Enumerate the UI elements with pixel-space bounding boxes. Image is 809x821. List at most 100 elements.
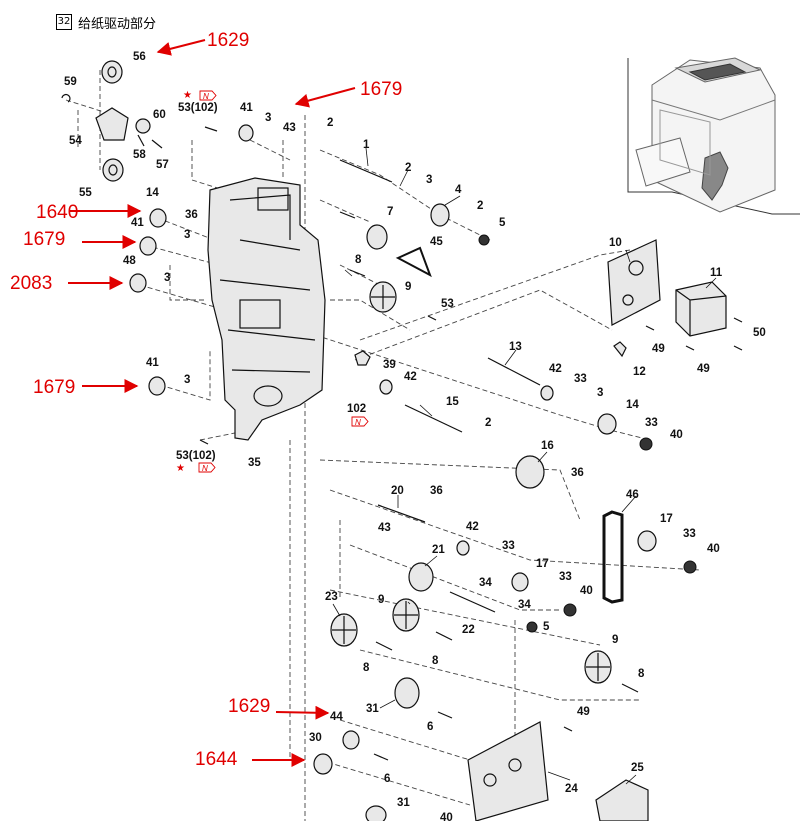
roller-48 — [129, 273, 147, 293]
label-3d: 3 — [164, 272, 170, 284]
assembly-dashed-lines — [65, 70, 701, 821]
label-2d: 2 — [485, 417, 491, 429]
star-mark-1: ★ — [183, 90, 192, 101]
drive-shafts-and-gears — [313, 159, 697, 821]
label-34a: 34 — [479, 577, 492, 589]
label-3f: 3 — [597, 387, 603, 399]
roller-31a — [394, 677, 420, 709]
label-40c: 40 — [580, 585, 593, 597]
new-part-mark-2: N — [351, 416, 369, 427]
roller-31b — [365, 805, 387, 821]
label-42c: 42 — [466, 521, 479, 533]
label-2a: 2 — [327, 117, 333, 129]
screw-53b — [199, 439, 209, 445]
callout-1679-mid: 1679 — [23, 229, 65, 250]
label-2b: 2 — [405, 162, 411, 174]
new-mark-text-1: N — [203, 92, 209, 101]
label-33c: 33 — [502, 540, 515, 552]
label-8d: 8 — [638, 668, 645, 680]
label-33d: 33 — [683, 528, 696, 540]
label-14a: 14 — [146, 187, 159, 199]
label-8a: 8 — [355, 254, 362, 266]
new-mark-text-3: N — [202, 464, 208, 473]
label-40d: 40 — [440, 812, 453, 821]
bushing-40c — [563, 603, 577, 617]
label-55: 55 — [79, 187, 92, 199]
label-40b: 40 — [707, 543, 720, 555]
screw-49b — [685, 345, 695, 351]
belt-46 — [602, 510, 624, 604]
roller-55 — [102, 158, 124, 182]
label-35: 35 — [248, 457, 261, 469]
callout-1640: 1640 — [36, 202, 78, 223]
label-54: 54 — [69, 135, 82, 147]
bearing-41a — [238, 124, 254, 142]
label-24: 24 — [565, 783, 578, 795]
screw-49a — [645, 325, 655, 331]
label-3b: 3 — [426, 174, 432, 186]
label-57: 57 — [156, 159, 169, 171]
label-42a: 42 — [404, 371, 417, 383]
label-58: 58 — [133, 149, 146, 161]
label-49c: 49 — [577, 706, 590, 718]
label-49a: 49 — [652, 343, 665, 355]
label-53b: 53 — [441, 298, 454, 310]
gear-7 — [366, 224, 388, 250]
label-10: 10 — [609, 237, 622, 249]
callout-1629-top: 1629 — [207, 30, 249, 51]
part-number-labels: 56 59 60 54 58 57 55 ★ N 53(102) 41 3 43… — [64, 51, 766, 821]
clutch-16 — [515, 455, 545, 489]
red-annotations: 1629 1679 1640 1679 2083 1679 1629 1644 — [10, 30, 402, 770]
label-59: 59 — [64, 76, 77, 88]
pin-8c — [375, 641, 393, 651]
label-44: 44 — [330, 711, 343, 723]
label-23: 23 — [325, 591, 338, 603]
label-3-top: 3 — [265, 112, 271, 124]
screw-50 — [733, 317, 743, 351]
label-31a: 31 — [366, 703, 379, 715]
main-frame-35 — [207, 177, 326, 441]
label-48: 48 — [123, 255, 136, 267]
label-33e: 33 — [559, 571, 572, 583]
label-leaders — [332, 147, 717, 785]
new-part-mark-1: N — [199, 90, 217, 101]
star-mark-2: ★ — [176, 463, 185, 474]
label-43b: 43 — [378, 522, 391, 534]
gear-44 — [342, 730, 360, 750]
roller-56 — [101, 60, 123, 84]
label-22: 22 — [462, 624, 475, 636]
gear-4 — [430, 203, 450, 227]
label-43-top: 43 — [283, 122, 296, 134]
bearing-41c — [148, 376, 166, 396]
pickup-roller-assembly — [61, 60, 163, 182]
pin-6b — [373, 753, 389, 761]
callout-1679-bottom: 1679 — [33, 377, 75, 398]
screw-53a — [204, 126, 218, 132]
label-41b: 41 — [131, 217, 144, 229]
clip-59 — [61, 94, 71, 103]
gear-17a — [637, 530, 657, 552]
label-46: 46 — [626, 489, 639, 501]
shaft-22 — [449, 591, 496, 613]
bracket-24 — [467, 721, 549, 821]
label-56: 56 — [133, 51, 146, 63]
label-34b: 34 — [518, 599, 531, 611]
pin-8b — [349, 269, 366, 277]
nut-39 — [354, 350, 371, 366]
label-5a: 5 — [499, 217, 506, 229]
label-102: 102 — [347, 403, 366, 415]
label-53-102-top: 53(102) — [178, 102, 218, 114]
new-part-mark-3: N — [198, 462, 216, 473]
roller-14b — [597, 413, 617, 435]
new-mark-text-2: N — [355, 418, 361, 427]
motor-25 — [595, 779, 649, 821]
label-8b: 8 — [363, 662, 370, 674]
label-9a: 9 — [405, 281, 411, 293]
label-3e: 3 — [184, 374, 190, 386]
label-4: 4 — [455, 184, 462, 196]
label-8c: 8 — [432, 655, 439, 667]
bushing-5a — [478, 234, 490, 246]
label-20: 20 — [391, 485, 404, 497]
section-number: 32 — [56, 14, 72, 30]
